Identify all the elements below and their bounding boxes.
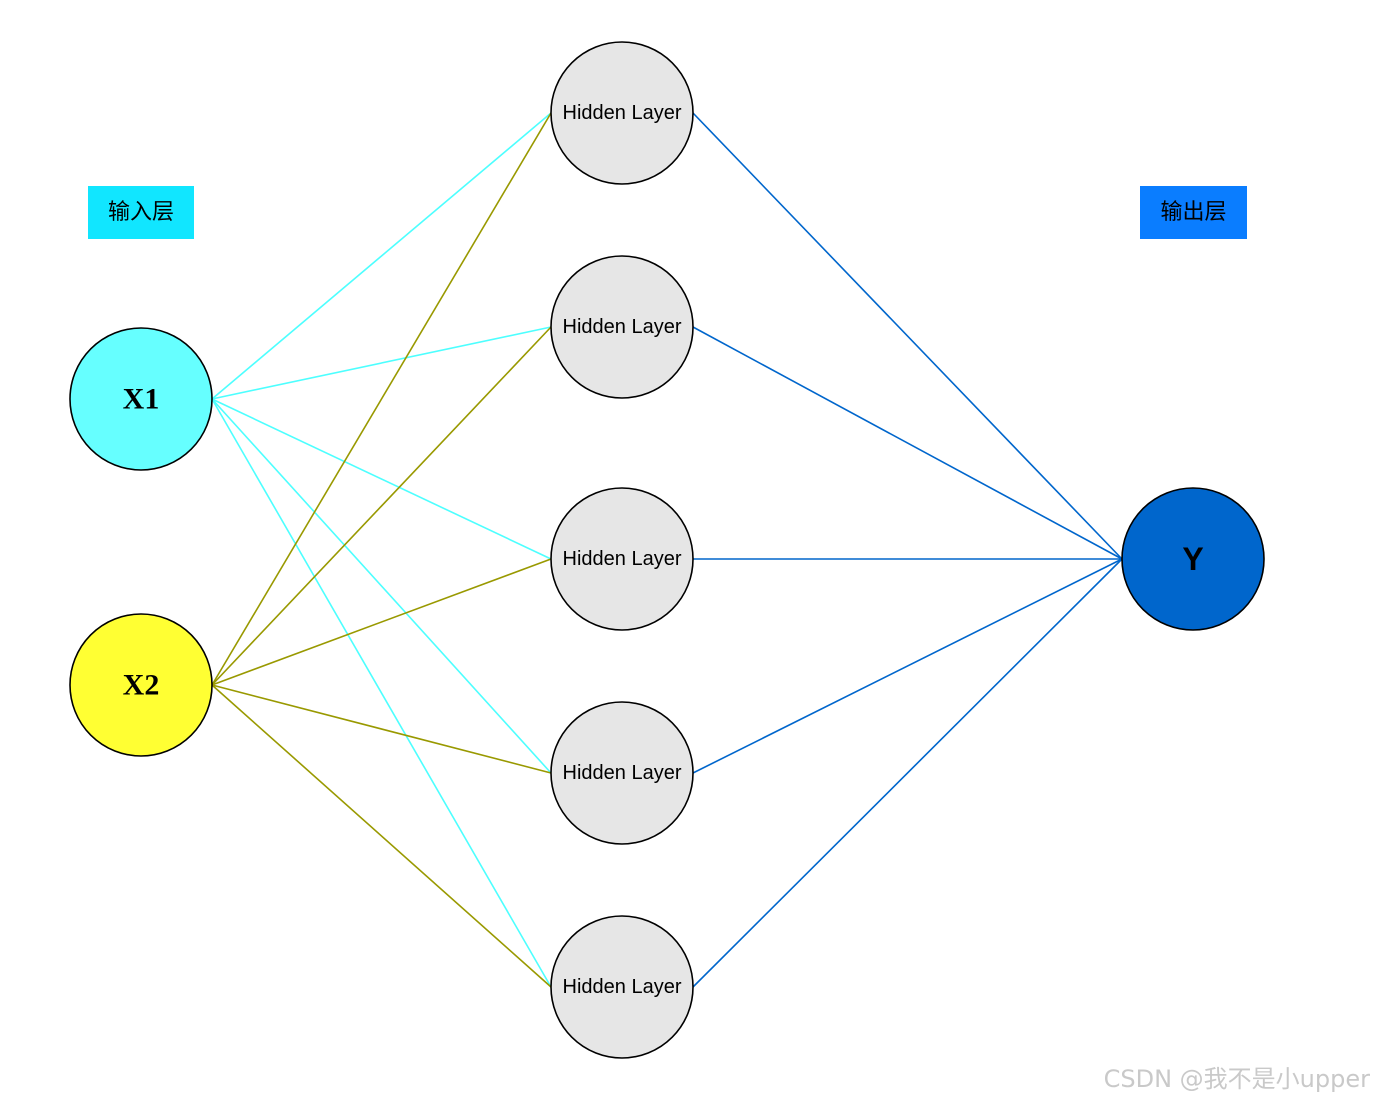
edge-x1-hidden-4 [211, 398, 552, 774]
input-node-x1-circle [69, 327, 213, 471]
input-node-x2: X2 [69, 613, 213, 757]
edge-x2-hidden-3 [211, 558, 552, 686]
hidden-node-1-circle [550, 41, 694, 185]
edge-x1-hidden-5 [211, 398, 552, 988]
hidden-node-5-circle [550, 915, 694, 1059]
edge-hidden-5-y [692, 558, 1123, 988]
hidden-node-5: Hidden Layer [550, 915, 694, 1059]
output-node-y: Y [1121, 487, 1265, 631]
hidden-node-2: Hidden Layer [550, 255, 694, 399]
hidden-node-4-circle [550, 701, 694, 845]
input-layer-label: 输入层 [88, 186, 194, 239]
hidden-node-4: Hidden Layer [550, 701, 694, 845]
input-node-x1: X1 [69, 327, 213, 471]
hidden-node-2-circle [550, 255, 694, 399]
edge-x1-hidden-3 [211, 398, 552, 560]
edge-x2-hidden-2 [211, 326, 552, 686]
hidden-node-3-circle [550, 487, 694, 631]
edge-hidden-2-y [692, 326, 1123, 560]
watermark: CSDN @我不是小upper [1103, 1065, 1370, 1093]
hidden-node-1: Hidden Layer [550, 41, 694, 185]
edge-x1-hidden-1 [211, 112, 552, 400]
output-node-y-circle [1121, 487, 1265, 631]
edge-x2-hidden-5 [211, 684, 552, 988]
input-node-x2-circle [69, 613, 213, 757]
hidden-node-3: Hidden Layer [550, 487, 694, 631]
edge-x1-hidden-2 [211, 326, 552, 400]
edge-hidden-1-y [692, 112, 1123, 560]
edge-x2-hidden-1 [211, 112, 552, 686]
edge-hidden-4-y [692, 558, 1123, 774]
output-layer-label: 输出层 [1140, 186, 1247, 239]
edge-x2-hidden-4 [211, 684, 552, 774]
edges-group [211, 112, 1123, 988]
